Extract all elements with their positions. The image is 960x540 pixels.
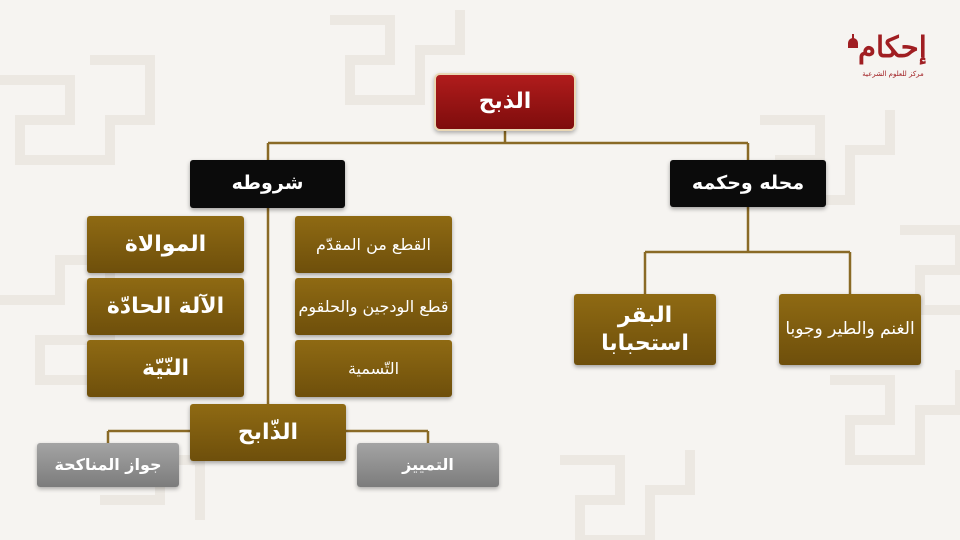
dome-icon	[848, 34, 858, 48]
branch-conditions: شروطه	[190, 160, 345, 208]
condition-sharp-tool: الآلة الحادّة	[87, 278, 244, 335]
root-node-slaughter: الذبح	[434, 73, 576, 131]
condition-continuity: الموالاة	[87, 216, 244, 273]
node-slaughterer-label: الذّابح	[237, 419, 299, 445]
condition-front-cut-label: القطع من المقدّم	[316, 234, 431, 254]
node-sheep-birds: الغنم والطير وجوبا	[779, 294, 921, 365]
node-marriage-eligibility: جواز المناكحة	[37, 443, 179, 487]
condition-intention: النّيّة	[87, 340, 244, 397]
brand-logo: إحكام مركز للعلوم الشرعية	[846, 28, 936, 92]
node-cattle: البقر استحبابا	[574, 294, 716, 365]
branch-conditions-label: شروطه	[231, 172, 304, 195]
node-marriage-eligibility-label: جواز المناكحة	[54, 455, 162, 474]
node-cattle-label: البقر استحبابا	[601, 303, 689, 356]
condition-intention-label: النّيّة	[141, 355, 190, 381]
node-sheep-birds-label: الغنم والطير وجوبا	[785, 318, 915, 339]
condition-veins-cut-label: قطع الودجين والحلقوم	[298, 296, 449, 316]
node-slaughterer: الذّابح	[190, 404, 346, 461]
condition-sharp-tool-label: الآلة الحادّة	[106, 293, 225, 319]
condition-basmala: التّسمية	[295, 340, 452, 397]
root-label: الذبح	[478, 89, 532, 115]
node-distinction-label: التمييز	[402, 455, 454, 474]
condition-front-cut: القطع من المقدّم	[295, 216, 452, 273]
condition-continuity-label: الموالاة	[124, 231, 207, 257]
node-distinction: التمييز	[357, 443, 499, 487]
branch-place-ruling-label: محله وحكمه	[691, 171, 805, 194]
branch-place-ruling: محله وحكمه	[670, 160, 826, 207]
condition-basmala-label: التّسمية	[347, 358, 400, 378]
logo-subtitle: مركز للعلوم الشرعية	[862, 70, 924, 78]
logo-title: إحكام	[858, 30, 927, 64]
condition-veins-cut: قطع الودجين والحلقوم	[295, 278, 452, 335]
